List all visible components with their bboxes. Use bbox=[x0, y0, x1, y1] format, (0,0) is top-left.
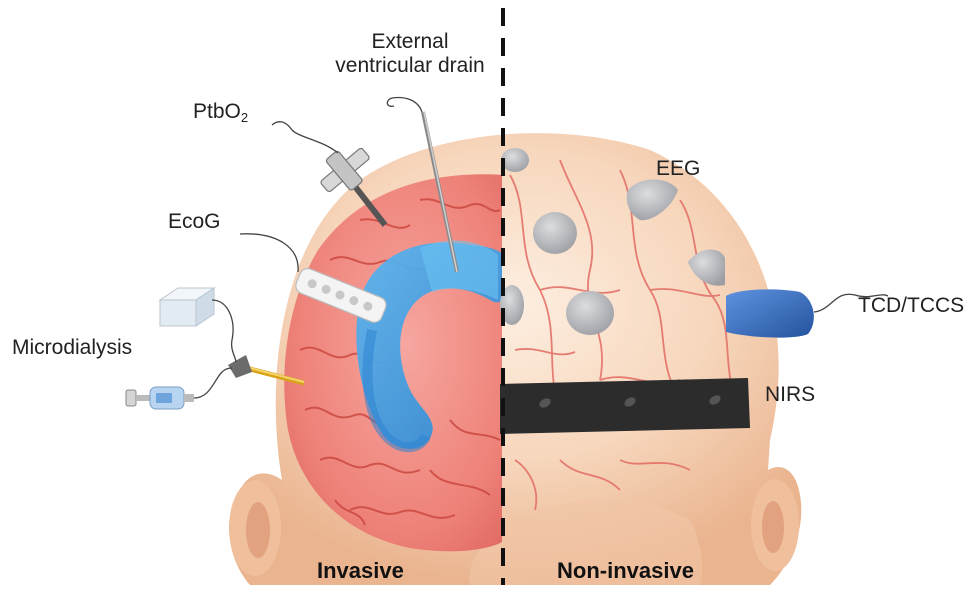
vial-icon bbox=[160, 288, 214, 326]
syringe-icon bbox=[126, 387, 194, 409]
nirs-band bbox=[500, 378, 750, 434]
tcd-label: TCD/TCCS bbox=[858, 294, 964, 318]
eeg-label: EEG bbox=[656, 157, 700, 181]
ecog-label: EcoG bbox=[168, 210, 221, 234]
ptbo2-label: PtbO2 bbox=[193, 100, 248, 124]
invasive-label: Invasive bbox=[317, 558, 404, 584]
nirs-label: NIRS bbox=[765, 383, 815, 407]
microdialysis-label: Microdialysis bbox=[12, 336, 132, 360]
non-invasive-label: Non-invasive bbox=[557, 558, 694, 584]
evd-label: External ventricular drain bbox=[330, 30, 490, 78]
